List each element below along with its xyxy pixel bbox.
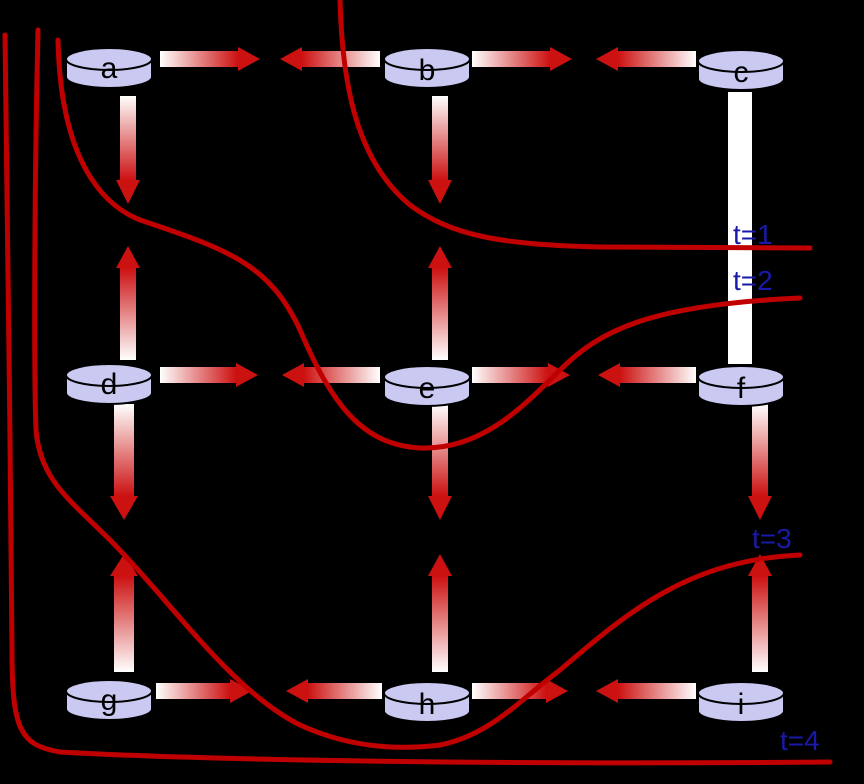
time-label-t3: t=3 — [752, 523, 792, 554]
time-label-t2: t=2 — [733, 265, 773, 296]
arrow-h-to-e — [428, 554, 452, 672]
arrow-d-to-g — [110, 404, 138, 520]
arrow-d-to-a — [116, 246, 140, 360]
node-c[interactable]: c — [697, 49, 785, 91]
arrow-b-to-c — [472, 47, 572, 71]
node-c-label: c — [734, 56, 749, 89]
time-label-t4: t=4 — [780, 725, 820, 756]
arrow-c-to-b — [596, 47, 696, 71]
node-f[interactable]: f — [697, 365, 785, 407]
node-h[interactable]: h — [383, 681, 471, 723]
links — [728, 92, 752, 364]
arrow-f-to-i — [748, 404, 772, 520]
node-g[interactable]: g — [65, 679, 153, 721]
node-a[interactable]: a — [65, 47, 153, 89]
arrow-h-to-g — [286, 679, 382, 703]
arrow-g-to-h — [156, 679, 252, 703]
arrow-g-to-d — [110, 554, 138, 672]
wavefront-t4 — [2, 32, 833, 766]
node-a-label: a — [101, 52, 118, 85]
wavefront-t1 — [337, 0, 813, 251]
link-c-f — [728, 92, 752, 364]
arrow-i-to-f — [748, 554, 772, 672]
wavefronts — [2, 0, 833, 766]
arrow-a-to-b — [160, 47, 260, 71]
node-e[interactable]: e — [383, 365, 471, 407]
arrow-d-to-e — [160, 363, 258, 387]
nodes: a b c d e f g — [65, 47, 785, 723]
node-e-label: e — [419, 372, 436, 405]
arrow-b-to-a — [280, 47, 380, 71]
wavefront-t2 — [55, 37, 803, 451]
time-labels: t=1 t=2 t=3 t=4 — [733, 219, 820, 756]
node-h-label: h — [419, 688, 436, 721]
node-b-label: b — [419, 54, 436, 87]
time-label-t1: t=1 — [733, 219, 773, 250]
arrow-e-to-f — [472, 363, 570, 387]
node-d-label: d — [101, 368, 118, 401]
node-f-label: f — [737, 372, 746, 405]
node-i[interactable]: i — [697, 681, 785, 723]
arrow-e-to-b — [428, 246, 452, 360]
arrow-e-to-h — [428, 404, 452, 520]
node-g-label: g — [101, 684, 118, 717]
node-d[interactable]: d — [65, 363, 153, 405]
arrow-f-to-e — [598, 363, 696, 387]
node-i-label: i — [738, 688, 745, 721]
arrows — [110, 47, 772, 703]
wavefront-t3 — [32, 27, 803, 750]
arrow-b-to-e — [428, 96, 452, 204]
arrow-a-to-d — [116, 96, 140, 204]
node-b[interactable]: b — [383, 47, 471, 89]
arrow-i-to-h — [596, 679, 696, 703]
